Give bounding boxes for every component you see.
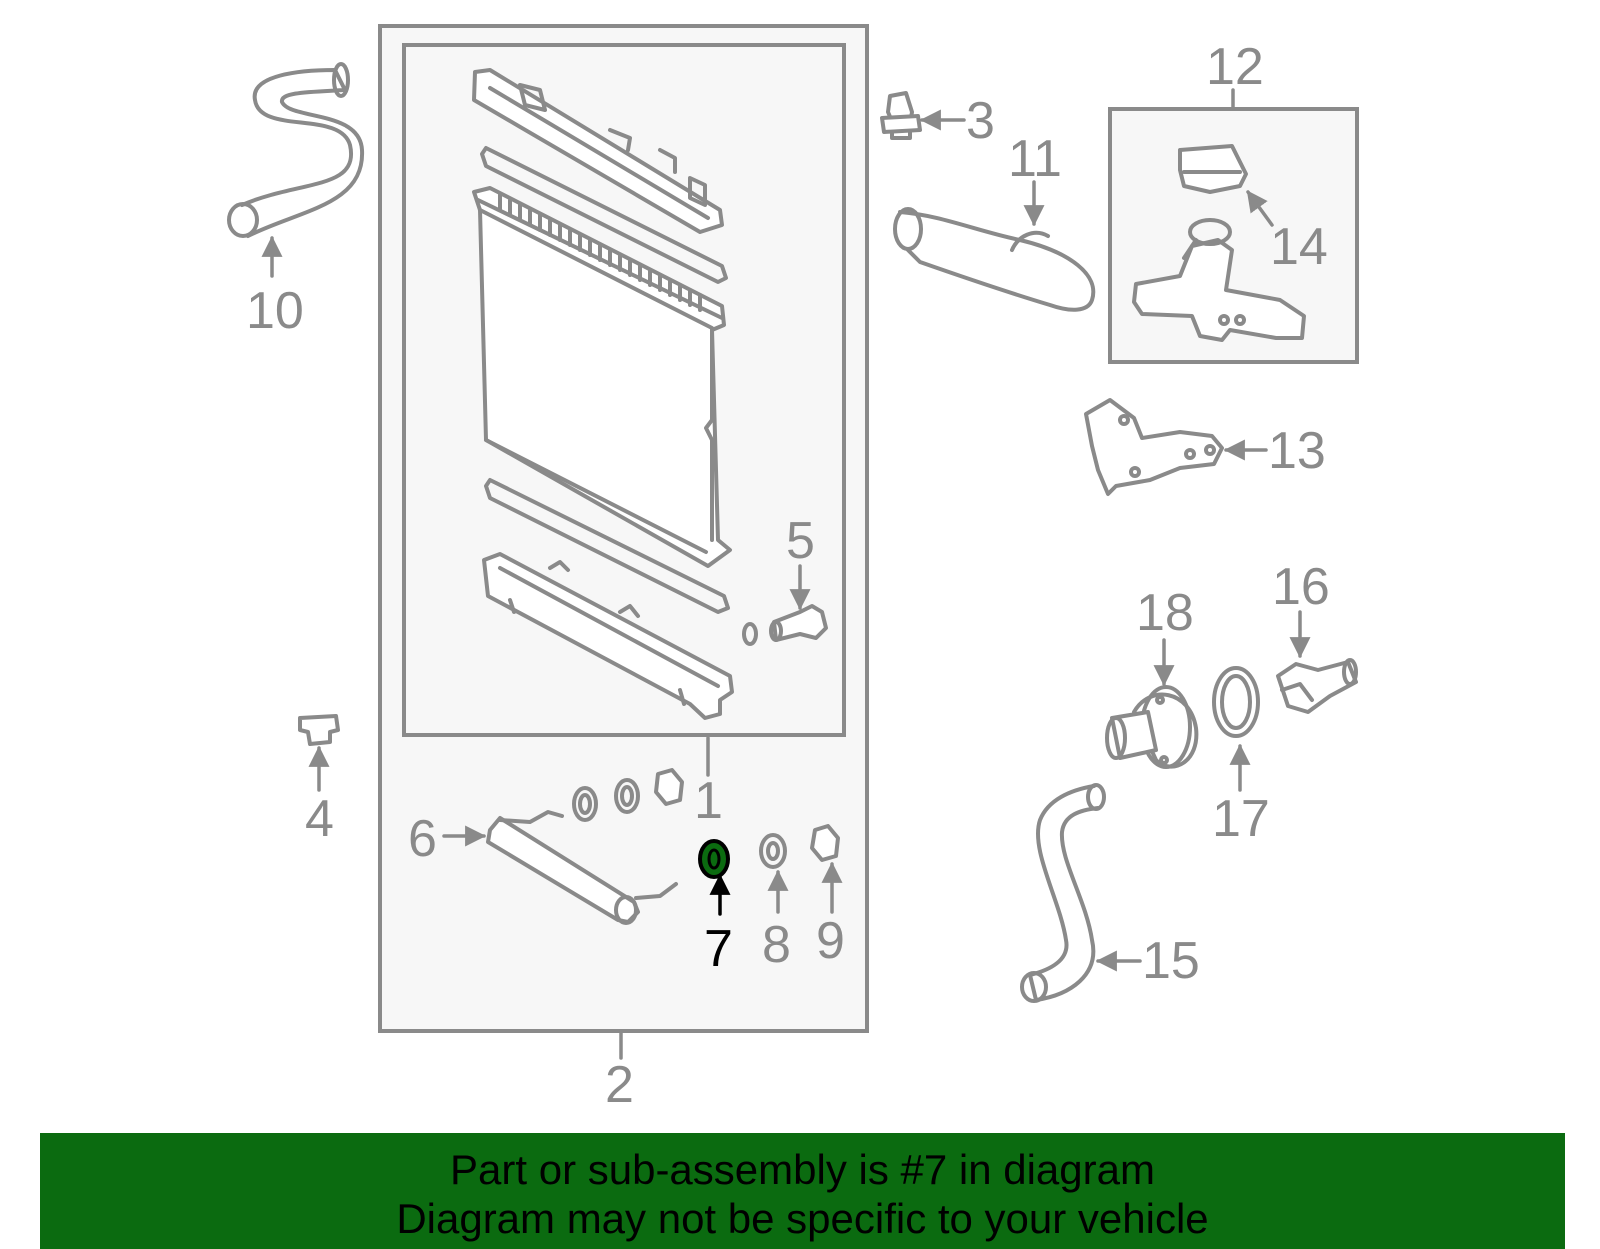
notice-line-2: Diagram may not be specific to your vehi…	[396, 1195, 1209, 1242]
callout-5: 5	[786, 512, 815, 570]
notice-banner: Part or sub-assembly is #7 in diagram Di…	[40, 1133, 1565, 1249]
callout-9: 9	[816, 912, 845, 970]
nut-1	[654, 768, 684, 806]
part-16-thermostat	[1276, 658, 1358, 714]
callout-4: 4	[305, 790, 334, 848]
leader-14	[1246, 190, 1274, 227]
part-14-cap	[1178, 144, 1248, 194]
callout-18: 18	[1136, 584, 1194, 642]
part-13-bracket	[1084, 398, 1224, 496]
oil-cooler	[486, 810, 678, 925]
part-11-hose	[893, 207, 1096, 312]
part-15-lower-hose	[1020, 783, 1106, 1003]
callout-14: 14	[1270, 218, 1328, 276]
callout-1: 1	[694, 772, 723, 830]
callout-12: 12	[1206, 38, 1264, 96]
callout-10: 10	[246, 282, 304, 340]
callout-11: 11	[1008, 130, 1062, 188]
part-9-nut	[810, 824, 840, 862]
part-18-housing	[1105, 685, 1199, 769]
part-7-washer-highlighted	[698, 839, 730, 879]
part-10-upper-hose	[227, 62, 365, 238]
part-17-gasket	[1212, 666, 1260, 738]
washer-2	[614, 778, 640, 814]
callout-13: 13	[1268, 422, 1326, 480]
washer-1	[572, 786, 598, 822]
callout-3: 3	[966, 92, 995, 150]
callout-16: 16	[1272, 558, 1330, 616]
callout-15: 15	[1142, 932, 1200, 990]
notice-line-1: Part or sub-assembly is #7 in diagram	[450, 1146, 1155, 1193]
upper-gasket	[480, 146, 728, 284]
part-4-grommet	[298, 714, 340, 746]
radiator-lower-tank	[482, 552, 734, 720]
callout-2: 2	[605, 1056, 634, 1114]
part-3-cap	[880, 91, 922, 140]
lower-gasket	[484, 478, 730, 614]
callout-7: 7	[704, 920, 733, 978]
callout-6: 6	[408, 810, 437, 868]
callout-8: 8	[762, 916, 791, 974]
part-12-filler-neck	[1132, 218, 1306, 342]
radiator-upper-tank	[472, 68, 724, 234]
radiator-core	[472, 186, 732, 568]
part-8-washer	[759, 833, 787, 869]
callout-17: 17	[1212, 790, 1270, 848]
